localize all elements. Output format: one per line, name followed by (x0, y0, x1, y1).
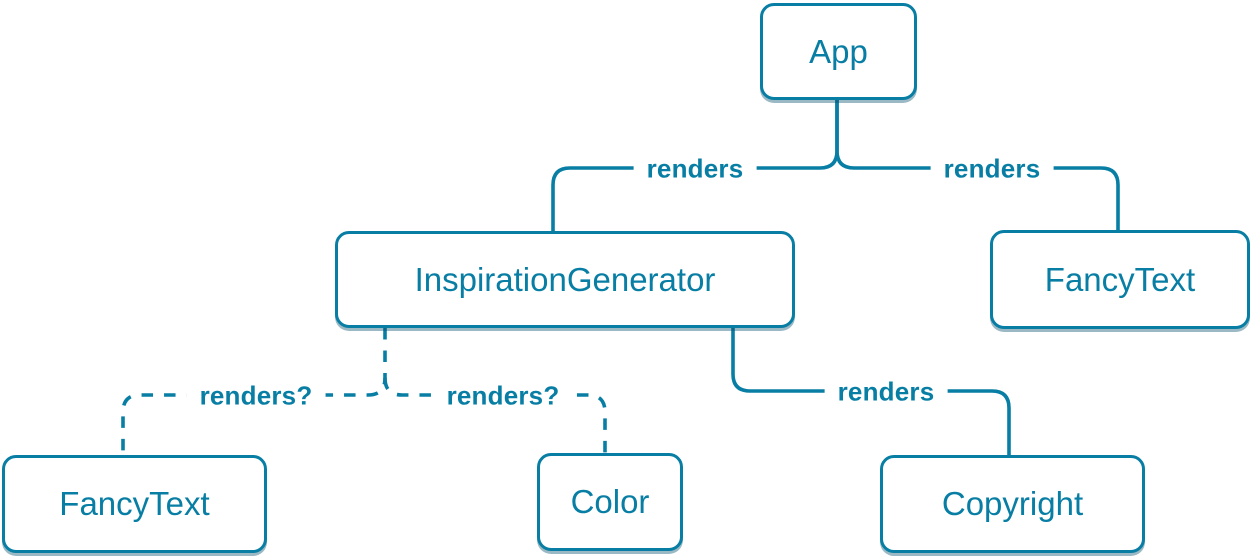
node-fancy-text-bottom: FancyText (2, 455, 267, 553)
node-color-label: Color (570, 483, 650, 520)
edge-label-renders-left: renders (633, 152, 757, 186)
edge-label-renders-question-right: renders? (433, 379, 573, 413)
edge-inspirationgenerator-to-color-dashed (383, 377, 607, 453)
edge-label-renders-right: renders (930, 152, 1054, 186)
node-fancy-text-top-label: FancyText (1044, 260, 1196, 298)
node-fancy-text-top: FancyText (990, 230, 1250, 329)
node-color: Color (537, 453, 683, 551)
node-app-label: App (809, 32, 868, 70)
node-fancy-text-bottom-label: FancyText (59, 485, 210, 522)
node-inspiration-generator-label: InspirationGenerator (414, 260, 716, 298)
node-copyright: Copyright (880, 455, 1145, 553)
edge-label-renders-copyright: renders (824, 375, 948, 409)
node-app: App (760, 3, 917, 100)
node-inspiration-generator: InspirationGenerator (335, 231, 795, 328)
node-copyright-label: Copyright (941, 485, 1084, 522)
edge-label-renders-question-left: renders? (186, 379, 326, 413)
